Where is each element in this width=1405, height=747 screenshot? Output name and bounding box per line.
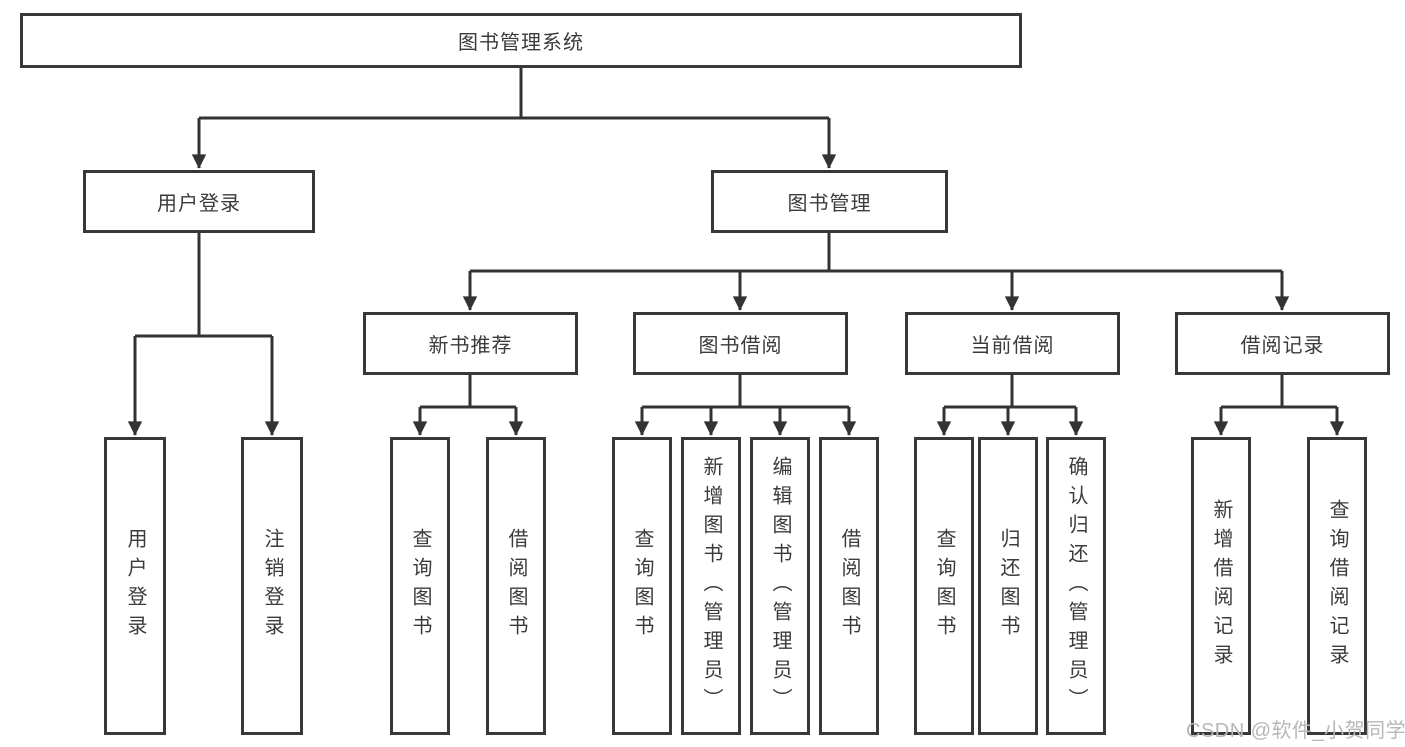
- leaf-add-borrow-record: 新增借阅记录: [1191, 437, 1251, 735]
- node-book-management: 图书管理: [711, 170, 948, 233]
- node-book-borrow-label: 图书借阅: [698, 335, 783, 357]
- leaf-user-login-label: 用户登录: [124, 528, 146, 644]
- leaf-query-borrow-record-label: 查询借阅记录: [1326, 499, 1348, 673]
- leaf-borrow-books-recommend: 借阅图书: [486, 437, 546, 735]
- csdn-watermark: CSDN @软件_小贺同学: [1186, 720, 1405, 742]
- leaf-query-books-borrow: 查询图书: [612, 437, 672, 735]
- node-borrow-records: 借阅记录: [1175, 312, 1390, 375]
- leaf-query-books-borrow-label: 查询图书: [631, 528, 653, 644]
- leaf-query-books-recommend: 查询图书: [390, 437, 450, 735]
- node-current-borrow: 当前借阅: [905, 312, 1120, 375]
- leaf-return-book: 归还图书: [978, 437, 1038, 735]
- leaf-confirm-return-admin-label: 确认归还（管理员）: [1065, 455, 1087, 717]
- leaf-user-login: 用户登录: [104, 437, 166, 735]
- leaf-borrow-books-recommend-label: 借阅图书: [505, 528, 527, 644]
- node-new-book-recommend: 新书推荐: [363, 312, 578, 375]
- node-root-label: 图书管理系统: [458, 32, 584, 54]
- leaf-add-book-admin-label: 新增图书（管理员）: [700, 455, 722, 717]
- node-borrow-records-label: 借阅记录: [1240, 335, 1325, 357]
- leaf-query-books-current: 查询图书: [914, 437, 974, 735]
- leaf-query-borrow-record: 查询借阅记录: [1307, 437, 1367, 735]
- leaf-logout-label: 注销登录: [261, 528, 283, 644]
- node-root: 图书管理系统: [20, 13, 1022, 68]
- leaf-return-book-label: 归还图书: [997, 528, 1019, 644]
- node-current-borrow-label: 当前借阅: [970, 335, 1055, 357]
- node-user-login-label: 用户登录: [157, 193, 241, 215]
- node-user-login: 用户登录: [83, 170, 315, 233]
- leaf-edit-book-admin: 编辑图书（管理员）: [750, 437, 810, 735]
- node-book-management-label: 图书管理: [787, 193, 872, 215]
- leaf-edit-book-admin-label: 编辑图书（管理员）: [769, 455, 791, 717]
- leaf-add-borrow-record-label: 新增借阅记录: [1210, 499, 1232, 673]
- leaf-confirm-return-admin: 确认归还（管理员）: [1046, 437, 1106, 735]
- leaf-borrow-books: 借阅图书: [819, 437, 879, 735]
- leaf-query-books-current-label: 查询图书: [933, 528, 955, 644]
- leaf-query-books-recommend-label: 查询图书: [409, 528, 431, 644]
- leaf-add-book-admin: 新增图书（管理员）: [681, 437, 741, 735]
- node-new-book-recommend-label: 新书推荐: [428, 335, 513, 357]
- leaf-logout: 注销登录: [241, 437, 303, 735]
- node-book-borrow: 图书借阅: [633, 312, 848, 375]
- leaf-borrow-books-label: 借阅图书: [838, 528, 860, 644]
